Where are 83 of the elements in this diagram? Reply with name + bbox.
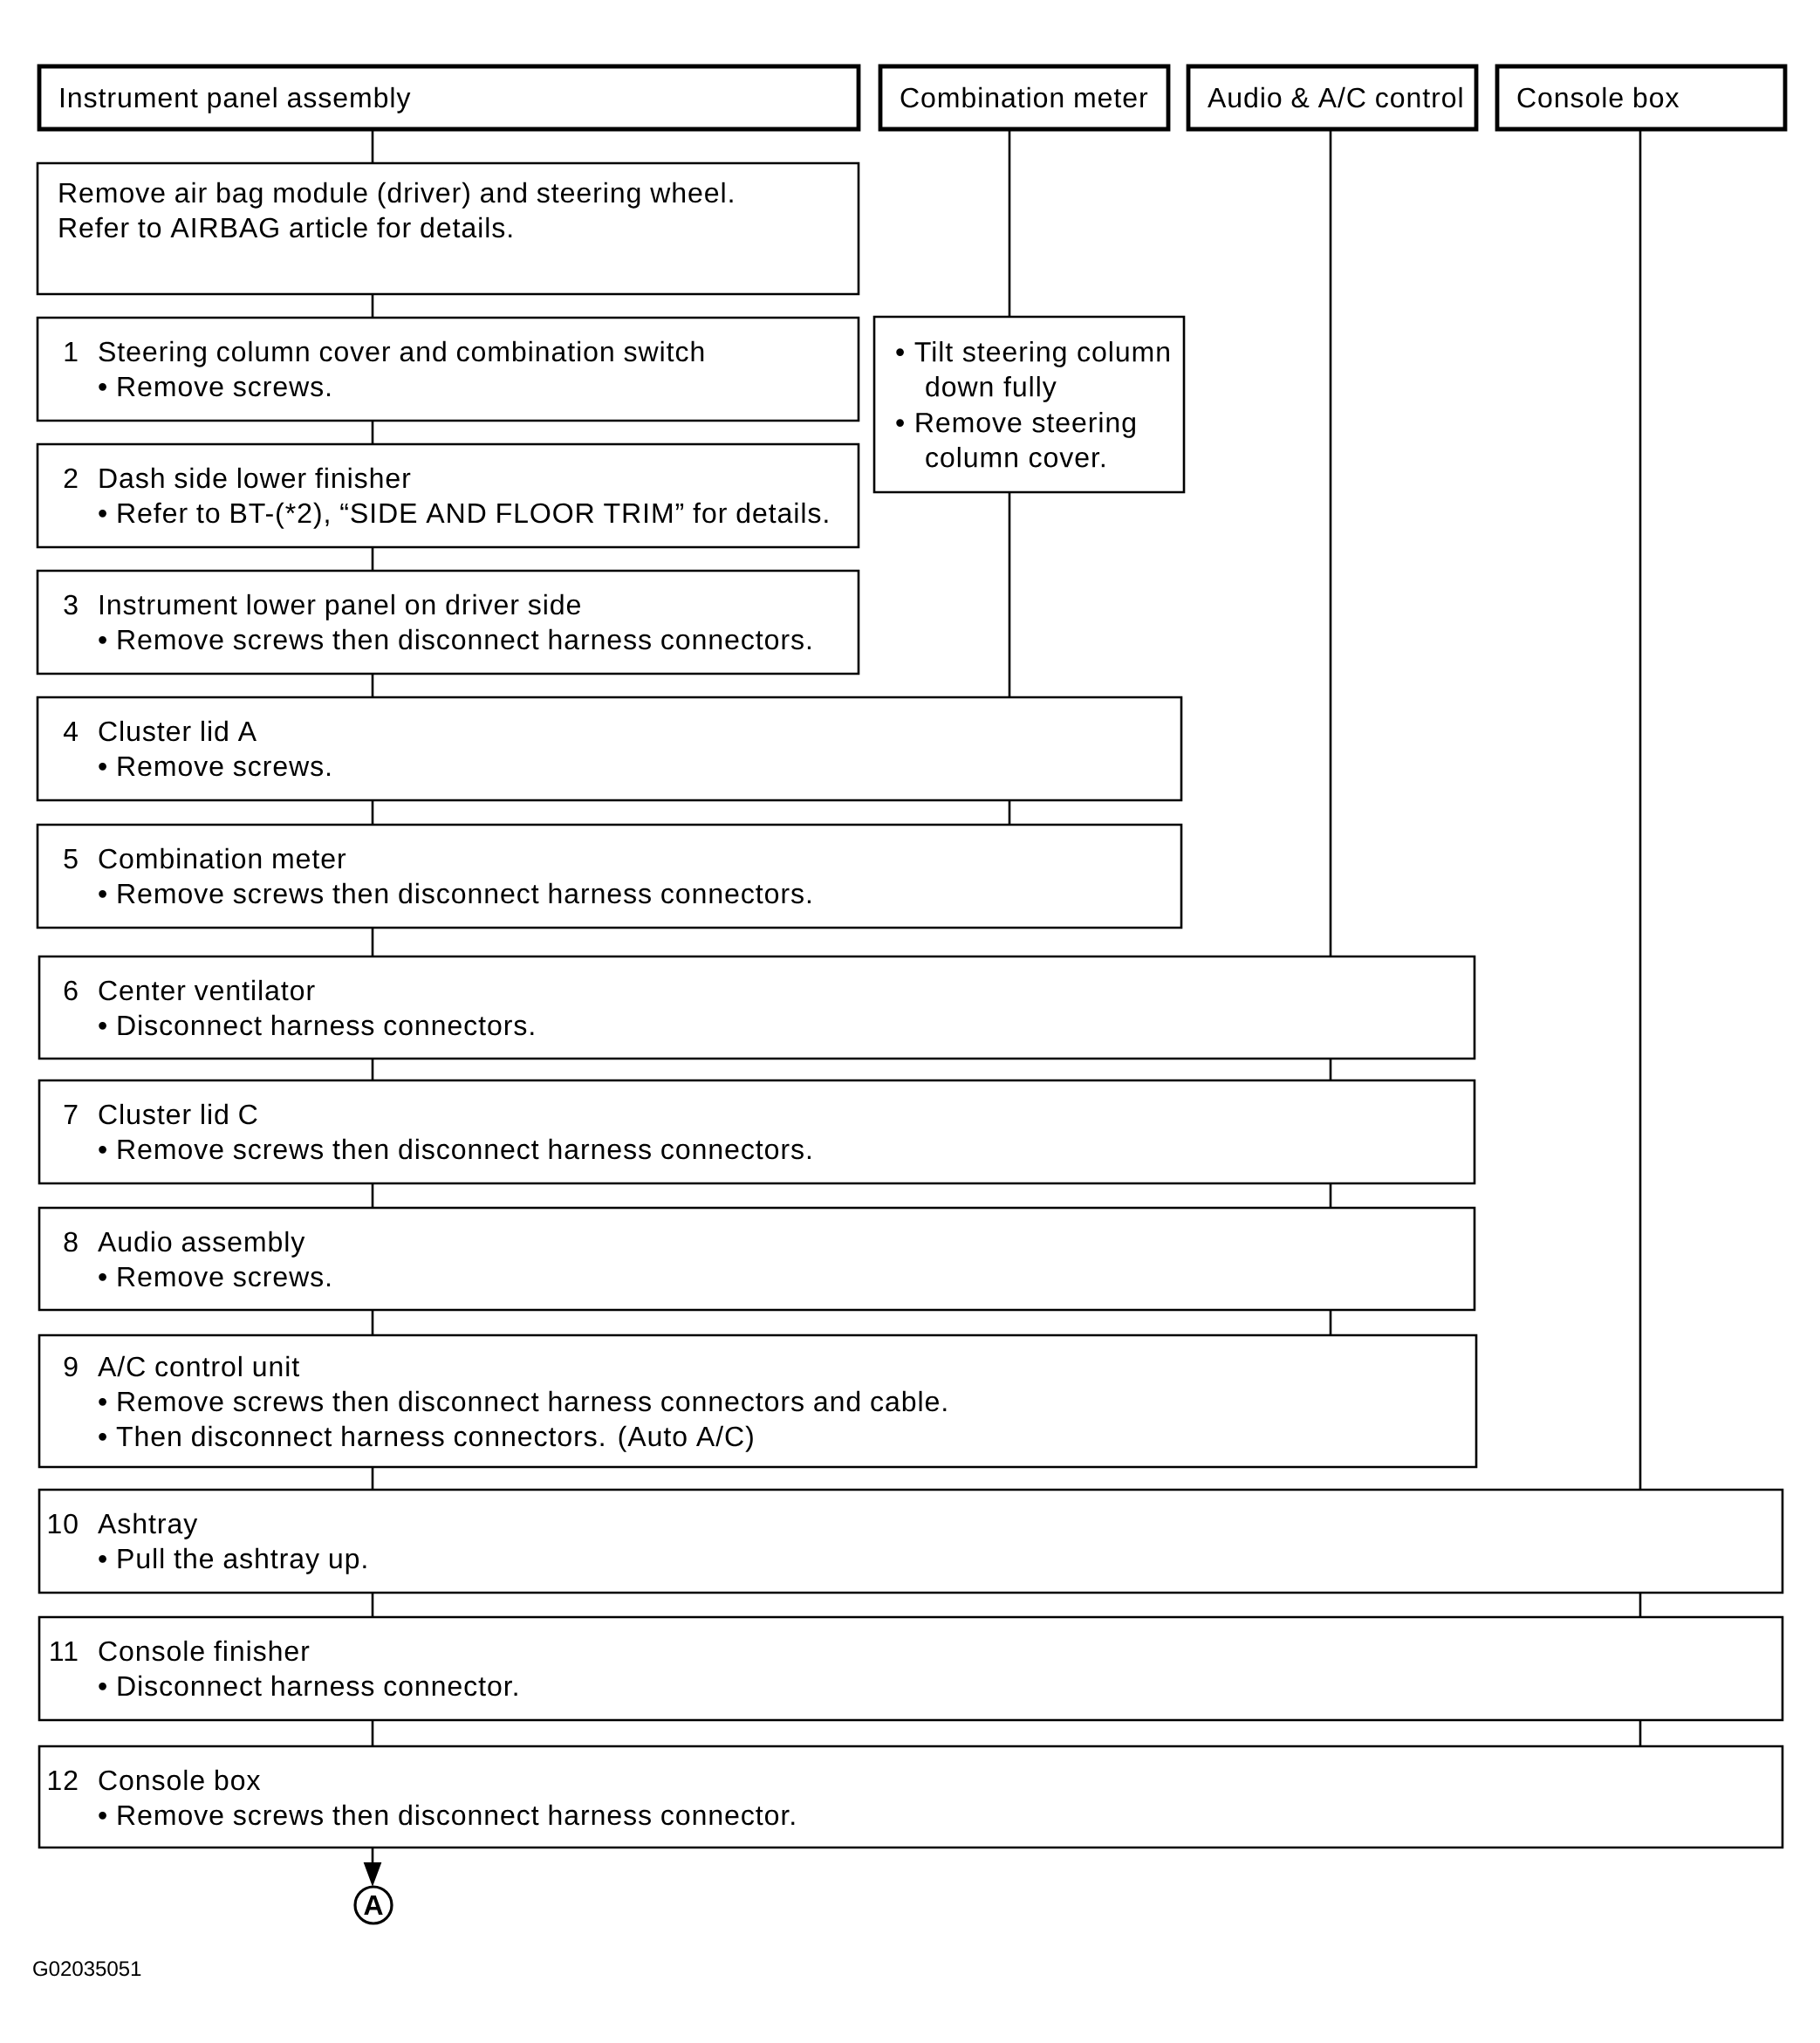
step-title: Console box bbox=[99, 1769, 261, 1791]
step-title: Cluster lid C bbox=[99, 1103, 257, 1125]
figure-code: G02035051 bbox=[33, 1961, 141, 1977]
instruction-text: • Remove screws then disconnect harness connectors and cable. bbox=[99, 1390, 947, 1412]
connector-line bbox=[1639, 1593, 1642, 1618]
step-number: 2 bbox=[64, 468, 78, 488]
step-title: Steering column cover and combination switch bbox=[99, 340, 704, 367]
instruction-text: Remove air bag module (driver) and steering wheel. bbox=[59, 182, 733, 209]
connector-line bbox=[371, 674, 374, 697]
connector-line bbox=[371, 421, 374, 444]
step-number: 5 bbox=[64, 849, 78, 869]
instruction-text: • Tilt steering column down fully bbox=[896, 341, 1169, 402]
step-title: Center ventilator bbox=[99, 979, 315, 1001]
note-box bbox=[36, 161, 860, 296]
step-number: 9 bbox=[64, 1356, 78, 1377]
step-number: 8 bbox=[64, 1231, 78, 1252]
step-box bbox=[38, 1333, 1478, 1469]
instruction-text: • Disconnect harness connector. bbox=[99, 1675, 517, 1697]
connector-line bbox=[371, 547, 374, 571]
step-number: 1 bbox=[65, 342, 78, 361]
step-title: Dash side lower finisher bbox=[99, 467, 411, 489]
instruction-text: • Remove screws then disconnect harness connectors. bbox=[99, 1138, 811, 1160]
step-box bbox=[38, 1488, 1784, 1594]
connector-line bbox=[371, 1467, 374, 1490]
step-number: 12 bbox=[48, 1770, 78, 1791]
instruction-text: • Remove steering column cover. bbox=[896, 412, 1135, 468]
header-box: Combination meter bbox=[878, 64, 1171, 132]
step-title: Cluster lid A bbox=[99, 720, 257, 742]
step-box bbox=[38, 1206, 1476, 1312]
instruction-text: • Refer to BT-(*2), “SIDE AND FLOOR TRIM” for details. bbox=[99, 502, 828, 529]
step-box bbox=[36, 696, 1183, 802]
connector-line bbox=[1329, 129, 1332, 956]
step-number: 4 bbox=[63, 722, 79, 741]
instruction-text: • Remove screws. bbox=[99, 757, 331, 777]
step-number: 7 bbox=[64, 1105, 78, 1124]
step-title: Ashtray bbox=[98, 1512, 198, 1539]
step-box bbox=[36, 823, 1183, 929]
step-box bbox=[38, 1745, 1784, 1849]
step-box bbox=[36, 442, 860, 549]
instruction-text: Refer to AIRBAG article for details. bbox=[59, 216, 512, 238]
connector-line bbox=[371, 800, 374, 825]
step-title: A/C control unit bbox=[98, 1355, 299, 1377]
connector-line bbox=[371, 1720, 374, 1746]
note-box bbox=[872, 315, 1186, 494]
step-title: Instrument lower panel on driver side bbox=[99, 593, 580, 620]
connector-line bbox=[1008, 800, 1011, 825]
connector-line bbox=[371, 1310, 374, 1335]
instruction-text: • Pull the ashtray up. bbox=[99, 1547, 366, 1574]
connector-line bbox=[371, 1059, 374, 1080]
step-title: Combination meter bbox=[99, 847, 346, 869]
step-box bbox=[36, 569, 860, 675]
step-number: 10 bbox=[48, 1513, 78, 1534]
step-box bbox=[38, 1615, 1784, 1722]
header-box: Instrument panel assembly bbox=[37, 64, 861, 132]
step-box bbox=[38, 1079, 1476, 1185]
connector-line bbox=[1639, 129, 1642, 1490]
connector-line bbox=[371, 294, 374, 318]
connector-line bbox=[1329, 1059, 1332, 1080]
header-box: Console box bbox=[1495, 64, 1788, 132]
connector-line bbox=[371, 928, 374, 956]
instruction-text: • Remove screws then disconnect harness connectors. bbox=[99, 882, 811, 904]
connector-line bbox=[371, 1593, 374, 1618]
connector-line bbox=[371, 1183, 374, 1208]
instruction-text: • Remove screws then disconnect harness connector. bbox=[99, 1804, 795, 1826]
connector-line bbox=[371, 129, 374, 163]
step-box bbox=[38, 955, 1476, 1060]
connector-line bbox=[1639, 1720, 1642, 1746]
step-number: 3 bbox=[64, 594, 78, 615]
connector-line bbox=[1008, 492, 1011, 697]
step-number: 6 bbox=[64, 980, 78, 1001]
instruction-text: • Remove screws then disconnect harness connectors. bbox=[99, 628, 811, 650]
instruction-text: • Remove screws. bbox=[99, 1267, 331, 1287]
header-box: Audio & A/C control bbox=[1186, 64, 1479, 132]
instruction-text: • Remove screws. bbox=[99, 377, 331, 397]
connector-line bbox=[1329, 1310, 1332, 1335]
connector-line bbox=[1329, 1183, 1332, 1208]
step-box bbox=[36, 316, 860, 422]
step-number: 11 bbox=[51, 1642, 78, 1661]
connector-line bbox=[1008, 129, 1011, 317]
instruction-text: • Disconnect harness connectors. bbox=[99, 1014, 534, 1036]
instruction-text: • Then disconnect harness connectors. (Auto A/C) bbox=[99, 1425, 753, 1452]
step-title: Console finisher bbox=[99, 1640, 310, 1662]
step-title: Audio assembly bbox=[98, 1231, 305, 1258]
